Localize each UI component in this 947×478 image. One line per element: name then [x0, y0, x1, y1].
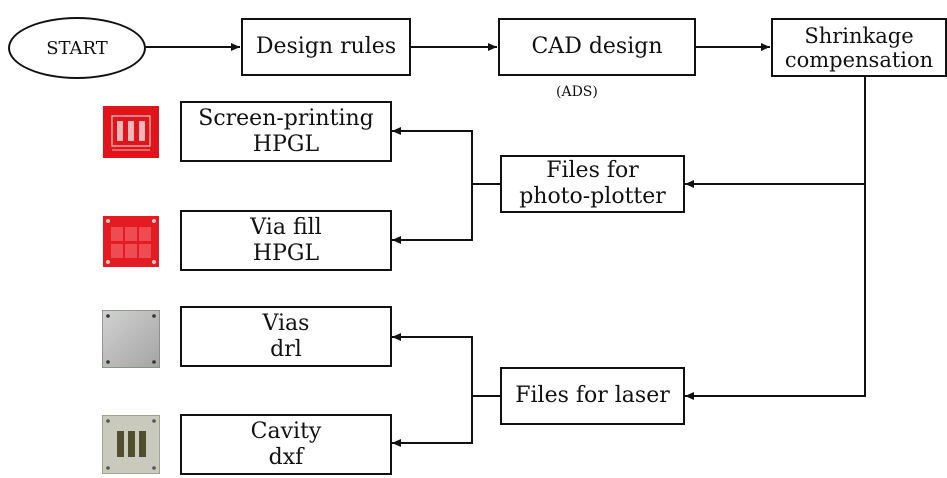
vias-label-line2: drl — [270, 336, 302, 362]
screen-printing-box: Screen-printing HPGL — [180, 101, 392, 162]
cad-design-label: CAD design — [531, 34, 663, 59]
via-fill-mask-image — [103, 216, 159, 267]
cavity-box: Cavity dxf — [180, 414, 392, 475]
cavity-label-line2: dxf — [268, 444, 304, 470]
cad-tool-note: (ADS) — [556, 84, 598, 100]
photo-plotter-label-line2: photo-plotter — [519, 184, 666, 209]
arrow-to-cavity — [392, 396, 473, 447]
laser-label: Files for laser — [515, 383, 670, 408]
shrinkage-label-line1: Shrinkage — [804, 23, 914, 48]
design-rules-label: Design rules — [255, 34, 397, 59]
via-fill-label-line1: Via fill — [250, 214, 322, 240]
via-fill-label-line2: HPGL — [252, 240, 320, 266]
screen-printing-label-line2: HPGL — [252, 131, 320, 157]
via-fill-box: Via fill HPGL — [180, 210, 392, 271]
start-label: START — [46, 37, 108, 59]
shrinkage-label-line2: compensation — [784, 47, 934, 72]
vias-sheet-image — [102, 310, 160, 368]
arrow-shrinkage-to-laser — [685, 184, 866, 400]
vias-box: Vias drl — [180, 306, 392, 367]
laser-files-box: Files for laser — [500, 367, 685, 425]
arrow-to-screen-printing — [392, 127, 473, 184]
cad-design-box: CAD design — [498, 18, 696, 76]
screen-printing-label-line1: Screen-printing — [198, 105, 374, 131]
arrow-to-via-fill — [392, 184, 473, 244]
shrinkage-compensation-box: Shrinkage compensation — [771, 18, 947, 77]
photo-plotter-files-box: Files for photo-plotter — [500, 155, 685, 213]
arrow-to-vias — [392, 333, 473, 396]
cavity-sheet-image — [102, 415, 160, 474]
screen-printing-mask-image — [103, 106, 159, 158]
vias-label-line1: Vias — [262, 310, 310, 336]
start-node: START — [8, 17, 146, 79]
cavity-label-line1: Cavity — [250, 418, 322, 444]
photo-plotter-label-line1: Files for — [546, 158, 639, 183]
arrow-shrinkage-to-photo-plotter — [685, 77, 866, 188]
design-rules-box: Design rules — [241, 18, 411, 76]
